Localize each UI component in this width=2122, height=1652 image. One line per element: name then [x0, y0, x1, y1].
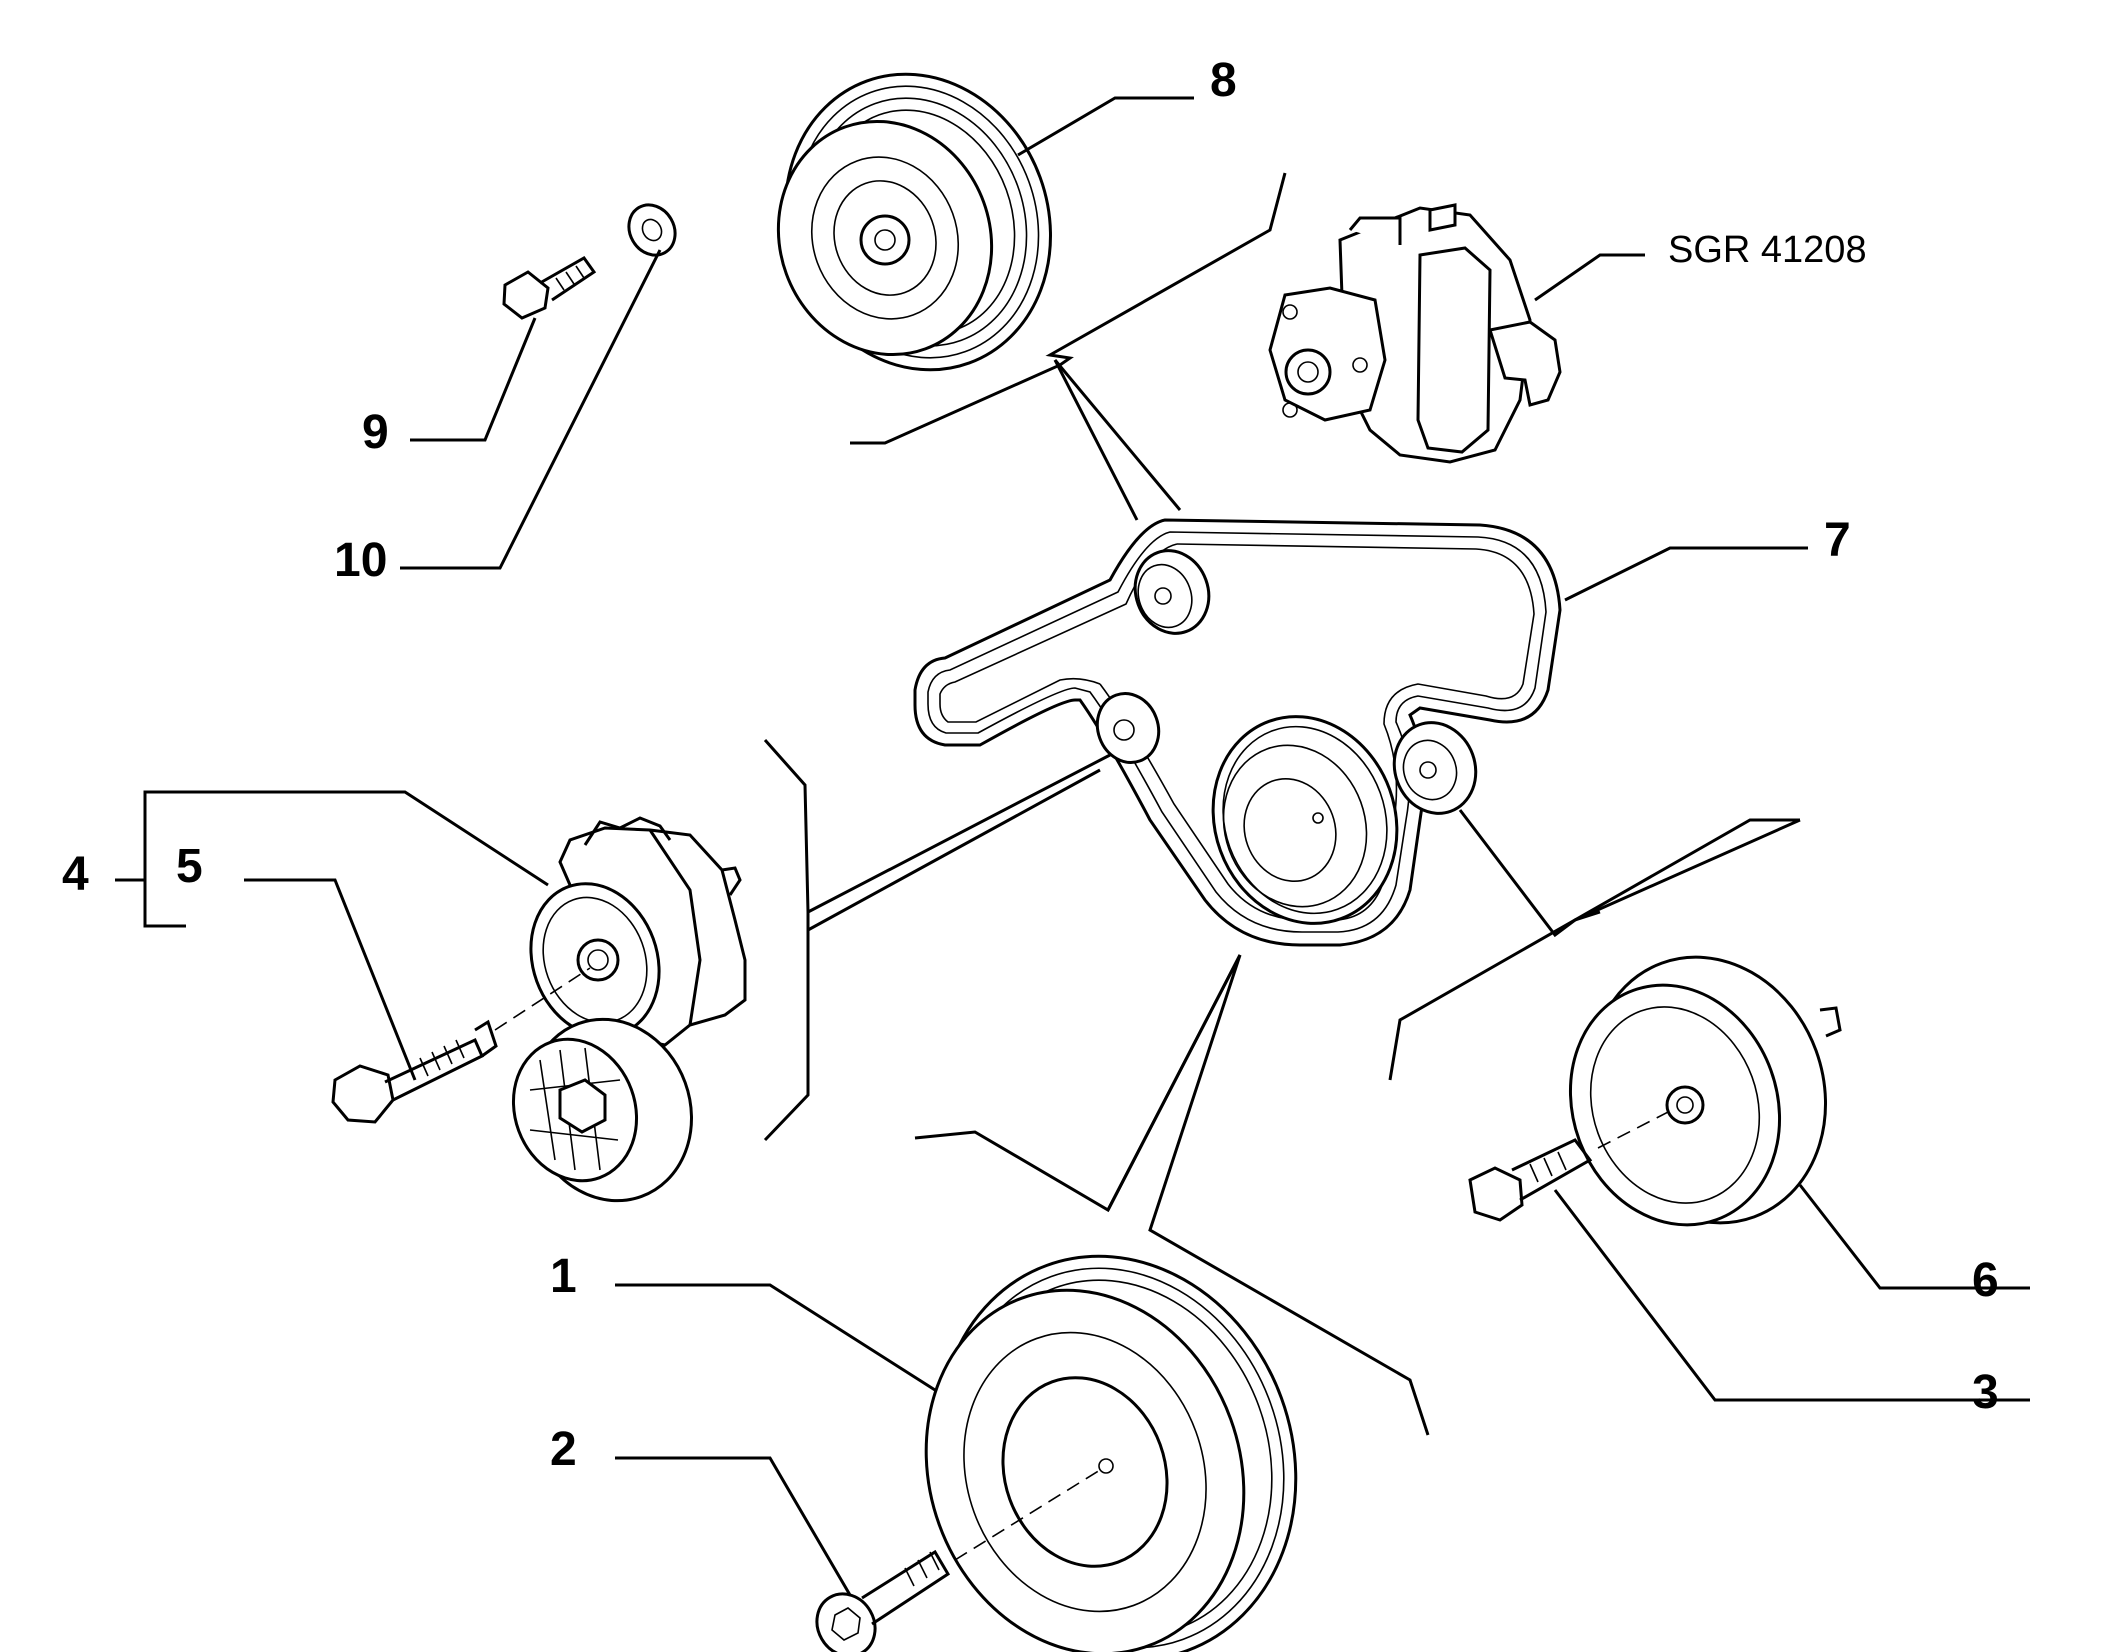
callout-4: 4	[62, 848, 89, 901]
callout-9: 9	[362, 406, 389, 459]
bolt-part-2[interactable]	[806, 1469, 1101, 1652]
crank-pulley-part-1[interactable]	[876, 1206, 1351, 1652]
power-steering-pump	[1268, 203, 1562, 464]
leader-lines	[115, 96, 2030, 1596]
callout-10: 10	[334, 534, 387, 587]
bolt-part-5[interactable]	[331, 967, 591, 1124]
reference-label-sgr: SGR 41208	[1668, 229, 1867, 271]
bolt-part-9[interactable]	[502, 256, 597, 320]
callout-6: 6	[1972, 1254, 1999, 1307]
callout-2: 2	[550, 1423, 577, 1476]
callout-1: 1	[550, 1250, 577, 1303]
pulley-part-8[interactable]	[745, 37, 1092, 408]
bolt-part-3[interactable]	[1468, 1109, 1673, 1222]
callout-8: 8	[1210, 54, 1237, 107]
callout-7: 7	[1824, 514, 1851, 567]
washer-part-10[interactable]	[620, 196, 684, 263]
idler-pulley-part-6[interactable]	[1537, 924, 1862, 1256]
tensioner-part-4[interactable]	[494, 816, 747, 1224]
belt-part-7[interactable]	[913, 518, 1562, 949]
callout-5: 5	[176, 840, 203, 893]
callout-3: 3	[1972, 1366, 1999, 1419]
exploded-view-guide-lines	[763, 172, 1801, 1436]
